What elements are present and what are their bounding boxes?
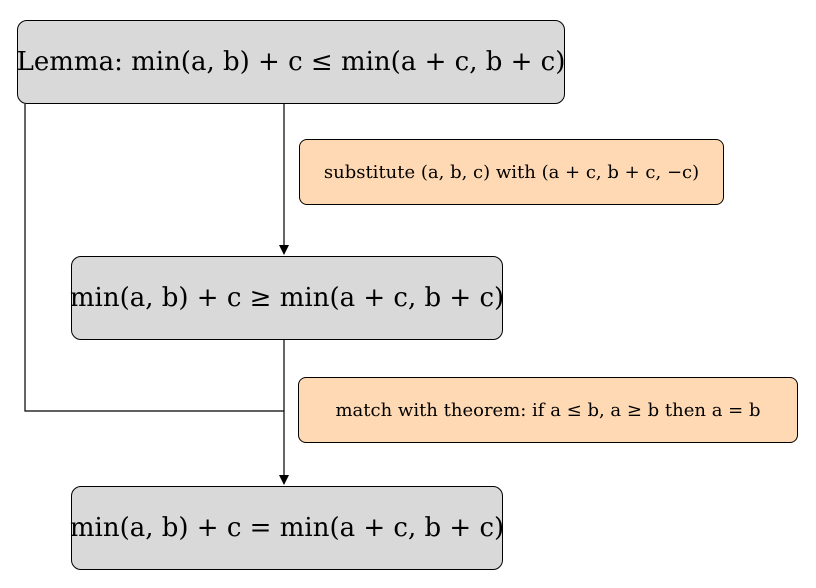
- substitute-note-text: substitute (a, b, c) with (a + c, b + c,…: [323, 161, 700, 183]
- substitute-note: substitute (a, b, c) with (a + c, b + c,…: [299, 139, 724, 205]
- lemma-text: Lemma: min(a, b) + c ≤ min(a + c, b + c): [16, 47, 566, 77]
- eq-box: min(a, b) + c = min(a + c, b + c): [69, 486, 505, 570]
- lemma-box: Lemma: min(a, b) + c ≤ min(a + c, b + c): [17, 20, 565, 104]
- lemma-branch-line: [24, 104, 284, 412]
- match-note: match with theorem: if a ≤ b, a ≥ b then…: [298, 377, 798, 443]
- geq-text: min(a, b) + c ≥ min(a + c, b + c): [69, 283, 505, 313]
- match-note-text: match with theorem: if a ≤ b, a ≥ b then…: [335, 399, 761, 421]
- eq-text: min(a, b) + c = min(a + c, b + c): [69, 513, 505, 543]
- geq-box: min(a, b) + c ≥ min(a + c, b + c): [69, 256, 505, 340]
